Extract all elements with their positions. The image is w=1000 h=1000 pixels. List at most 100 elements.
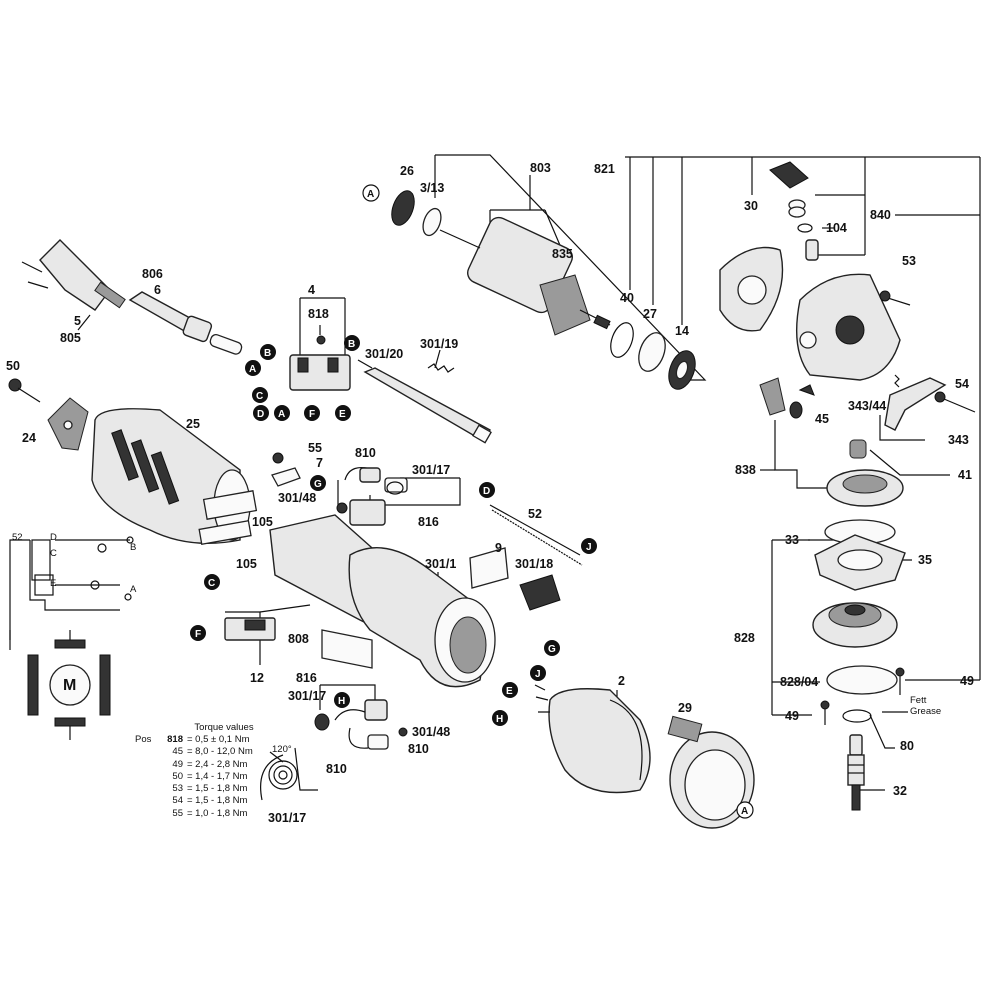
torque-value: = 8,0 - 12,0 Nm	[187, 746, 253, 758]
label-828-04: 828/04	[780, 675, 818, 689]
svg-text:J: J	[535, 669, 541, 680]
lever-343	[884, 374, 976, 431]
label-fett: Fett	[910, 695, 927, 706]
callout-e-switch: E	[335, 405, 351, 421]
label-840: 840	[870, 208, 891, 222]
callout-f-capacitor: F	[190, 625, 206, 641]
label-25: 25	[186, 417, 200, 431]
svg-text:F: F	[195, 629, 201, 640]
label-2: 2	[618, 674, 625, 688]
label-6: 6	[154, 283, 161, 297]
label-14: 14	[675, 324, 689, 338]
label-301-17-b: 301/17	[288, 689, 326, 703]
label-808: 808	[288, 632, 309, 646]
svg-text:E: E	[506, 686, 513, 697]
wire-label-e: E	[50, 578, 56, 589]
label-45: 45	[815, 412, 829, 426]
callout-c-capacitor: C	[204, 574, 220, 590]
torque-title: Torque values	[194, 722, 254, 733]
label-120: 120°	[272, 744, 292, 755]
torque-value: = 1,0 - 1,8 Nm	[187, 807, 248, 819]
callout-j-field: J	[530, 665, 546, 681]
torque-pos-label: Pos	[135, 734, 152, 745]
wire-label-a: A	[130, 584, 137, 595]
svg-text:J: J	[586, 542, 592, 553]
gasket-plate	[814, 519, 906, 591]
callout-d-switch: D	[253, 405, 269, 421]
label-301-20: 301/20	[365, 347, 403, 361]
torque-pos: 818	[167, 734, 183, 745]
callout-f-switch: F	[304, 405, 320, 421]
housing-25	[91, 408, 258, 545]
button-840	[769, 161, 819, 261]
label-838: 838	[735, 463, 756, 477]
torque-pos: 45	[172, 746, 183, 758]
svg-text:B: B	[264, 348, 271, 359]
label-301-48-b: 301/48	[412, 725, 450, 739]
field-2	[534, 684, 651, 794]
label-52-a: 52	[528, 507, 542, 521]
svg-text:C: C	[256, 391, 263, 402]
label-816-a: 816	[418, 515, 439, 529]
callout-h-brush: H	[334, 692, 350, 708]
label-835: 835	[552, 247, 573, 261]
slider-301-20	[363, 363, 492, 444]
torque-pos: 55	[172, 807, 183, 819]
brush-holder	[271, 452, 408, 526]
label-32: 32	[893, 784, 907, 798]
switch-4	[289, 335, 351, 391]
label-810-a: 810	[355, 446, 376, 460]
torque-pos: 53	[172, 783, 183, 795]
callout-a-switch: A	[274, 405, 290, 421]
label-806: 806	[142, 267, 163, 281]
torque-pos: 49	[172, 758, 183, 770]
label-808	[321, 629, 373, 669]
torque-value: = 2,4 - 2,8 Nm	[187, 758, 248, 770]
spring-small	[386, 481, 404, 495]
svg-text:H: H	[496, 714, 503, 725]
svg-text:F: F	[309, 409, 315, 420]
pinion	[759, 377, 815, 419]
svg-text:A: A	[741, 806, 748, 817]
svg-text:A: A	[249, 364, 256, 375]
label-818: 818	[308, 307, 329, 321]
spindle-32	[847, 734, 865, 811]
label-12: 12	[250, 671, 264, 685]
label-816-b: 816	[296, 671, 317, 685]
svg-text:G: G	[548, 644, 556, 655]
label-104: 104	[826, 221, 847, 235]
guard-29	[667, 715, 755, 829]
callout-g-field: G	[544, 640, 560, 656]
label-7: 7	[316, 456, 323, 470]
part-301-18	[519, 574, 561, 611]
wire-label-b: B	[130, 542, 136, 553]
label-30: 30	[744, 199, 758, 213]
callout-h-field: H	[492, 710, 508, 726]
wire-52	[491, 509, 583, 566]
svg-text:G: G	[314, 479, 322, 490]
label-50: 50	[6, 359, 20, 373]
label-35: 35	[918, 553, 932, 567]
wiring-schematic	[9, 536, 134, 650]
callout-a-guard: A	[736, 801, 754, 819]
motor-housing-301-1	[269, 514, 496, 688]
label-52-b: 52	[12, 532, 23, 543]
label-810-c: 810	[326, 762, 347, 776]
callout-a-cable: A	[245, 360, 261, 376]
torque-value: = 1,4 - 1,7 Nm	[187, 770, 248, 782]
wire-label-d: D	[50, 532, 57, 543]
torque-row: 50 = 1,4 - 1,7 Nm	[135, 771, 305, 783]
shield-30	[719, 246, 784, 332]
svg-text:C: C	[208, 578, 215, 589]
torque-row: 54 = 1,5 - 1,8 Nm	[135, 795, 305, 807]
label-105-b: 105	[236, 557, 257, 571]
label-54: 54	[955, 377, 969, 391]
label-26: 26	[400, 164, 414, 178]
label-301-19: 301/19	[420, 337, 458, 351]
svg-text:A: A	[278, 409, 285, 420]
label-301-18: 301/18	[515, 557, 553, 571]
torque-row: 45 = 8,0 - 12,0 Nm	[135, 746, 305, 758]
label-grease: Grease	[910, 706, 941, 717]
torque-value: = 1,5 - 1,8 Nm	[187, 795, 248, 807]
